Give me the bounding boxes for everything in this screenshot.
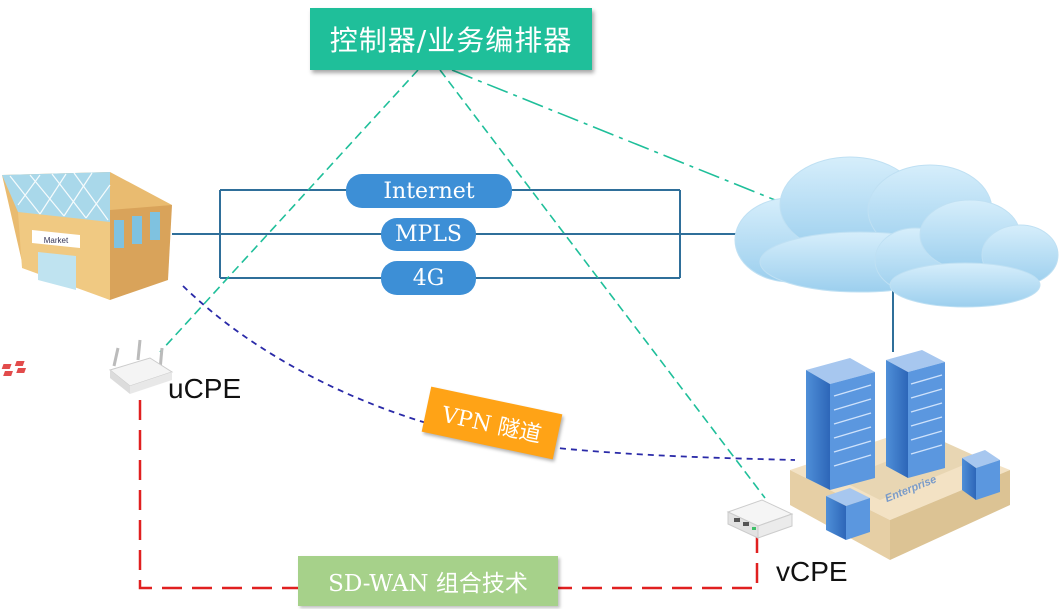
mpls-link-label: MPLS xyxy=(381,218,476,251)
cloud-icon xyxy=(734,156,1059,308)
internet-link-label: Internet xyxy=(346,174,512,208)
ucpe-label: uCPE xyxy=(168,373,242,404)
control-line-vcpe xyxy=(439,69,766,499)
controller-box: 控制器/业务编排器 xyxy=(310,8,592,70)
market-sign: Market xyxy=(44,236,69,245)
control-line-cloud xyxy=(451,69,776,201)
control-line-ucpe xyxy=(159,69,419,353)
ucpe-router-icon xyxy=(1,339,174,394)
vcpe-device-icon xyxy=(726,499,794,539)
control-lines xyxy=(159,69,776,499)
enterprise-building-icon: Enterprise xyxy=(790,350,1010,560)
market-building-icon: Market xyxy=(2,172,172,300)
vcpe-label: vCPE xyxy=(776,556,848,587)
sdwan-label: SD-WAN 组合技术 xyxy=(298,556,558,606)
lte-link-label: 4G xyxy=(381,261,476,295)
